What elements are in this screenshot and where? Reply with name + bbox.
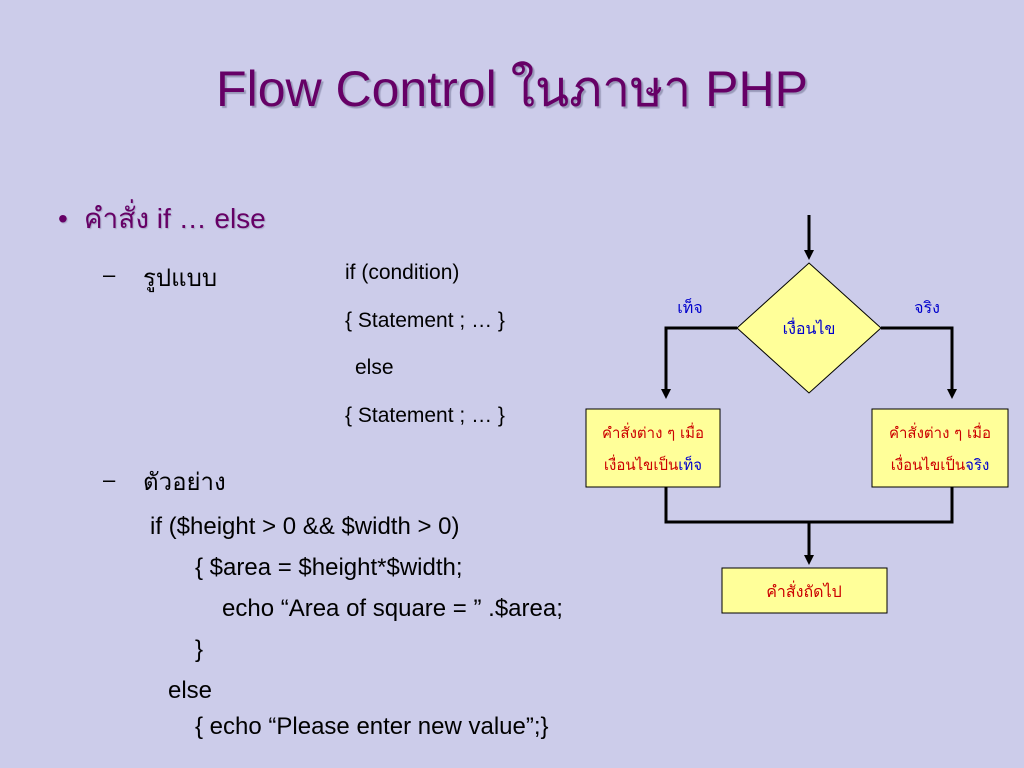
syntax-label: รูปแบบ: [143, 265, 218, 292]
next-statement-box: [721, 567, 888, 614]
false-box-line2: เงื่อนไขเป็นเท็จ: [604, 454, 702, 474]
code-line: if ($height > 0 && $width > 0): [150, 513, 460, 540]
code-line: else: [168, 677, 213, 704]
slide-title: Flow Control ในภาษา PHP: [216, 61, 808, 117]
true-label: จริง: [914, 298, 940, 317]
code-line: { echo “Please enter new value”;}: [195, 713, 549, 740]
condition-diamond: [736, 262, 882, 394]
false-branch-arrow: [661, 326, 737, 399]
example-dash: –: [103, 467, 116, 492]
code-line: echo “Area of square = ” .$area;: [222, 595, 563, 622]
true-box-highlight: จริง: [965, 456, 989, 474]
next-box-text: คำสั่งถัดไป: [766, 580, 842, 601]
example-label: ตัวอย่าง: [143, 469, 226, 496]
merge-line: [664, 487, 954, 524]
true-branch-arrow: [881, 326, 957, 399]
false-label: เท็จ: [677, 297, 702, 317]
bullet-item-if-else: • คำสั่ง if … else: [58, 197, 266, 241]
bullet-marker: •: [58, 203, 68, 234]
syntax-line: { Statement ; … }: [345, 404, 505, 427]
code-line: }: [195, 636, 204, 663]
false-box-line1: คำสั่งต่าง ๆ เมื่อ: [602, 422, 704, 442]
syntax-line: else: [355, 356, 394, 379]
true-box-prefix: เงื่อนไขเป็น: [891, 454, 965, 474]
false-box-highlight: เท็จ: [678, 455, 702, 474]
bullet-text: คำสั่ง if … else: [83, 203, 266, 234]
false-statements-box: [585, 408, 721, 488]
syntax-line: { Statement ; … }: [345, 309, 505, 332]
true-box-line1: คำสั่งต่าง ๆ เมื่อ: [889, 422, 991, 442]
false-box-prefix: เงื่อนไขเป็น: [604, 454, 678, 474]
code-line: { $area = $height*$width;: [195, 554, 463, 581]
syntax-dash: –: [103, 262, 116, 287]
true-box-line2: เงื่อนไขเป็นจริง: [891, 454, 990, 474]
true-statements-box: [871, 408, 1009, 488]
syntax-line: if (condition): [345, 261, 460, 284]
condition-text: เงื่อนไข: [783, 317, 836, 338]
